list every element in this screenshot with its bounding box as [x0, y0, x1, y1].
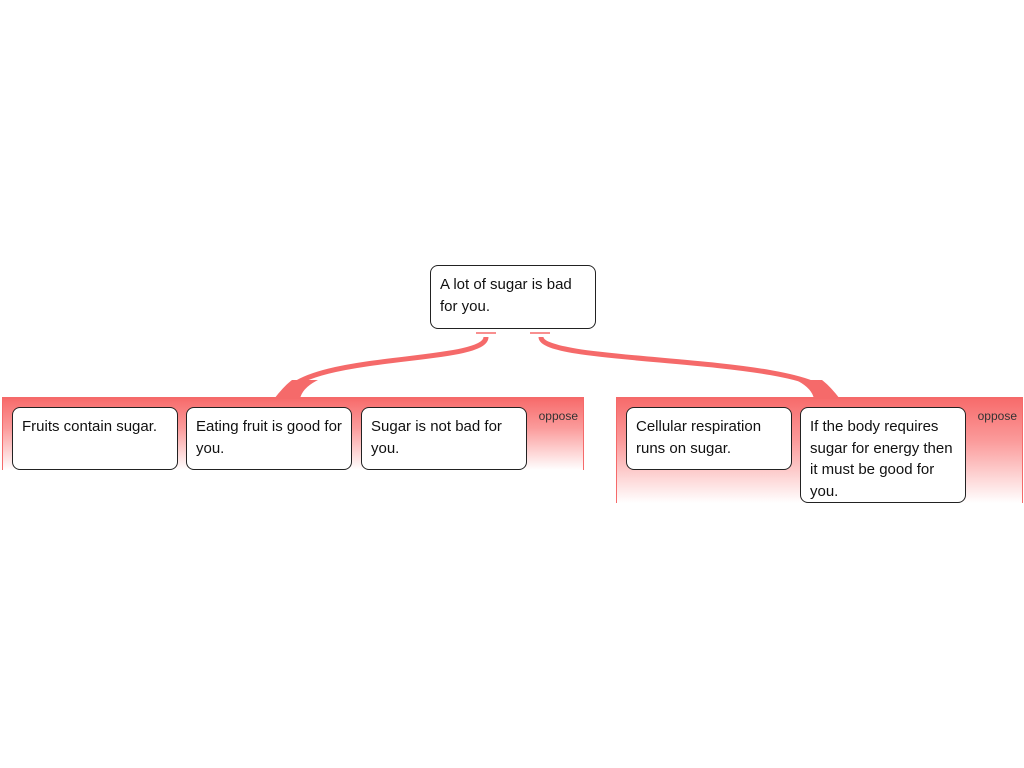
- group-label-right: oppose: [977, 409, 1017, 423]
- premise-node-body-requires-sugar[interactable]: If the body requires sugar for energy th…: [800, 407, 966, 503]
- connector-left-flare: [274, 380, 318, 399]
- root-claim-node[interactable]: A lot of sugar is bad for you.: [430, 265, 596, 329]
- connector-right[interactable]: [538, 335, 835, 400]
- connector-left[interactable]: [279, 336, 489, 400]
- connector-right-flare: [796, 380, 840, 399]
- group-label-left: oppose: [538, 409, 578, 423]
- premise-node-fruits-contain-sugar[interactable]: Fruits contain sugar.: [12, 407, 178, 470]
- premise-node-cellular-respiration[interactable]: Cellular respiration runs on sugar.: [626, 407, 792, 470]
- premise-node-sugar-not-bad[interactable]: Sugar is not bad for you.: [361, 407, 527, 470]
- premise-node-eating-fruit-good[interactable]: Eating fruit is good for you.: [186, 407, 352, 470]
